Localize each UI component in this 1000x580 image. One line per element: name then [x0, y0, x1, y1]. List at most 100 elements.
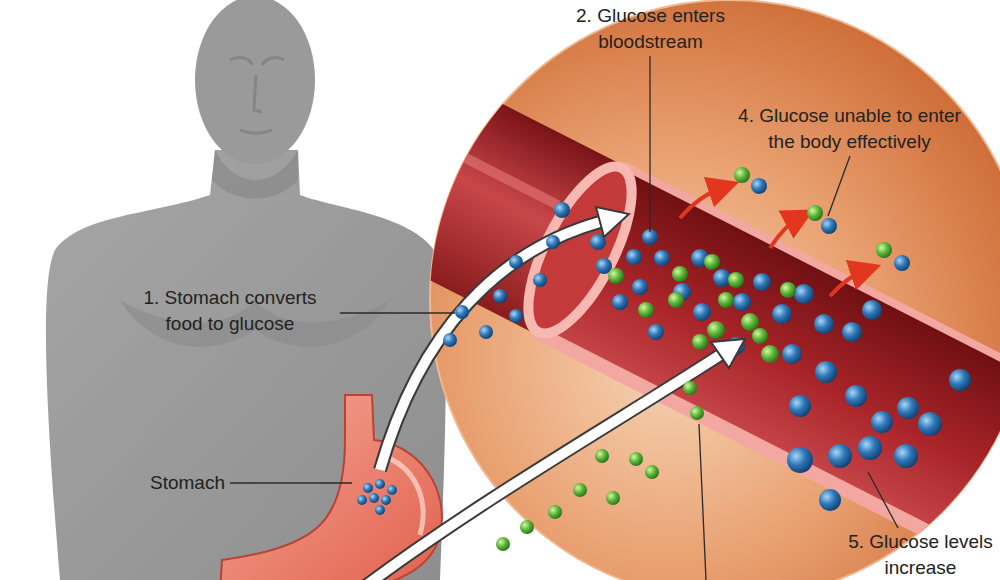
arrow-shaft	[380, 222, 600, 470]
callout-label: 1. Stomach converts food to glucose	[130, 285, 330, 337]
glucose-dot	[949, 369, 971, 391]
vessel-other-molecules	[608, 254, 796, 363]
vessel-wall-top	[621, 162, 1000, 460]
leader-line	[340, 312, 455, 313]
glucose-dot	[443, 333, 457, 347]
molecule-dot	[741, 313, 759, 331]
molecule-dot	[752, 328, 768, 344]
stomach-glucose	[357, 479, 397, 515]
molecule-dot	[520, 520, 534, 534]
callout-label: 2. Glucose enters bloodstream	[563, 3, 738, 55]
molecule-dot	[606, 491, 620, 505]
glucose-dot	[369, 493, 379, 503]
glucose-dot	[789, 395, 811, 417]
molecule-dot	[548, 505, 562, 519]
molecule-dot	[645, 465, 659, 479]
molecule-dot	[573, 483, 587, 497]
glucose-dot	[814, 314, 834, 334]
vessel-highlight	[308, 78, 557, 205]
glucose-dot	[862, 300, 882, 320]
leader-line	[649, 56, 650, 232]
glucose-dot	[819, 489, 841, 511]
glucose-dot	[821, 218, 837, 234]
glucose-dot	[733, 293, 751, 311]
glucose-dot	[479, 325, 493, 339]
molecule-dot	[807, 205, 823, 221]
molecule-dot	[780, 282, 796, 298]
leader-line	[828, 156, 850, 216]
molecule-dot	[672, 266, 688, 282]
glucose-dot	[787, 447, 813, 473]
glucose-dot	[894, 255, 910, 271]
glucose-dot	[648, 324, 664, 340]
arrow-shaft	[360, 355, 720, 580]
molecule-dot	[668, 292, 684, 308]
arrow-head	[711, 339, 745, 368]
red-arrow	[770, 217, 800, 248]
glucose-dot	[871, 411, 893, 433]
glucose-dot	[546, 235, 560, 249]
glucose-dot	[693, 303, 711, 321]
glucose-dot	[828, 444, 852, 468]
arrow-shaft-outline	[360, 355, 720, 580]
vessel-glucose	[554, 202, 971, 511]
molecule-dot	[595, 449, 609, 463]
molecule-dot	[734, 167, 750, 183]
glucose-dot	[626, 249, 642, 265]
glucose-dot	[357, 495, 367, 505]
glucose-dot	[632, 279, 648, 295]
molecule-dot	[718, 292, 734, 308]
glucose-dot	[509, 255, 523, 269]
leader-line	[230, 482, 352, 483]
blood-vessel	[249, 17, 1000, 580]
blocked-uptake-arrows	[680, 167, 910, 296]
absorption-arrows	[360, 207, 745, 580]
face-shading	[230, 58, 284, 133]
travelling-molecules	[496, 381, 704, 551]
molecule-dot	[690, 406, 704, 420]
molecule-dot	[761, 345, 779, 363]
glucose-dot	[751, 178, 767, 194]
glucose-dot	[533, 273, 547, 287]
leader-line	[868, 472, 898, 528]
molecule-dot	[496, 537, 510, 551]
glucose-dot	[387, 485, 397, 495]
leader-line	[699, 424, 706, 580]
glucose-dot	[753, 273, 771, 291]
glucose-dot	[794, 284, 814, 304]
glucose-dot	[897, 397, 919, 419]
callout-label: 4. Glucose unable to enter the body effe…	[727, 103, 972, 155]
glucose-dot	[772, 304, 792, 324]
glucose-dot	[858, 436, 882, 460]
molecule-dot	[876, 242, 892, 258]
glucose-dot	[375, 479, 385, 489]
glucose-dot	[842, 322, 862, 342]
glucose-dot	[554, 202, 570, 218]
glucose-dot	[509, 309, 523, 323]
travelling-glucose	[443, 235, 560, 347]
vessel-wall-bottom	[535, 327, 1000, 580]
molecule-dot	[608, 268, 624, 284]
molecule-dot	[704, 254, 720, 270]
callout-label: Stomach	[150, 470, 225, 496]
molecule-dot	[692, 334, 708, 350]
callout-label: 5. Glucose levels increase	[843, 529, 998, 580]
glucose-dot	[845, 385, 867, 407]
glucose-dot	[815, 361, 837, 383]
glucose-dot	[455, 305, 469, 319]
zoom-content	[249, 17, 1000, 580]
glucose-dot	[493, 289, 507, 303]
glucose-dot	[375, 505, 385, 515]
glucose-dot	[363, 483, 373, 493]
molecule-dot	[707, 321, 725, 339]
glucose-dot	[381, 495, 391, 505]
molecule-dot	[728, 272, 744, 288]
head-shape	[195, 0, 315, 164]
molecule-dot	[683, 381, 697, 395]
glucose-dot	[654, 250, 670, 266]
molecule-dot	[629, 452, 643, 466]
arrow-shaft-outline	[380, 222, 600, 470]
molecule-dot	[638, 302, 654, 318]
